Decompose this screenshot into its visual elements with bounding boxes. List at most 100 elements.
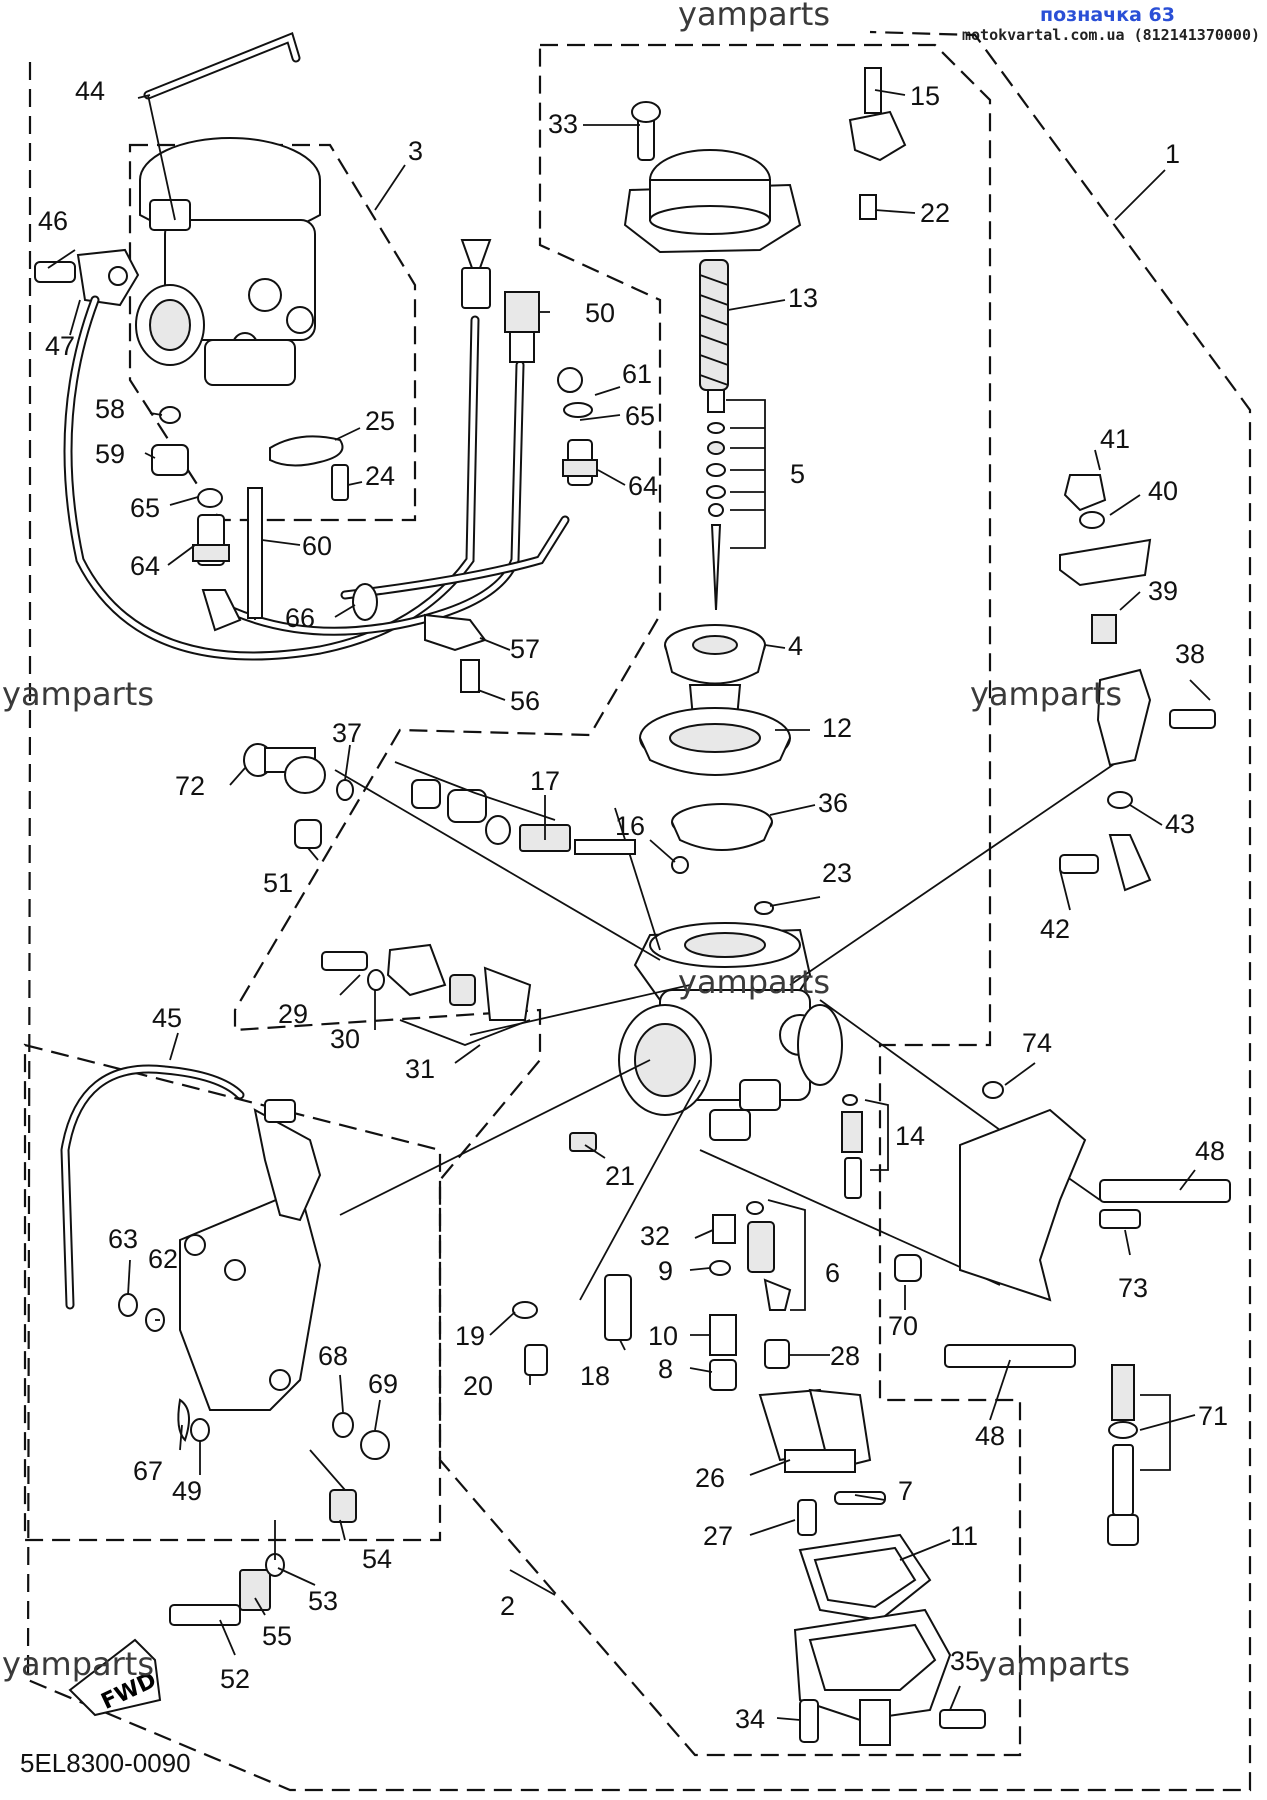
- callout-33: 33: [548, 109, 578, 139]
- sensor-64-left-icon: [192, 514, 242, 632]
- callout-54: 54: [362, 1544, 392, 1574]
- fwd-arrow-icon: FWD: [68, 1638, 162, 1717]
- bolt-56-icon: [460, 659, 480, 693]
- callout-19: 19: [455, 1321, 485, 1351]
- callout-64-right: 64: [628, 471, 658, 501]
- washer-40-icon: [1079, 511, 1105, 529]
- pilot-screw-set-17-icon: [411, 779, 636, 855]
- callout-64-left: 64: [130, 551, 160, 581]
- gasket-25-icon: [269, 435, 344, 467]
- clamp-66-icon: [352, 583, 378, 621]
- callout-39: 39: [1148, 576, 1178, 606]
- callout-67: 67: [133, 1456, 163, 1486]
- spring-55-icon: [239, 1569, 271, 1611]
- callout-10: 10: [648, 1321, 678, 1351]
- bracket-57-icon: [424, 613, 487, 652]
- watermark-bottom-left: yamparts: [2, 1645, 154, 1683]
- watermark-right: yamparts: [970, 675, 1122, 713]
- callout-labels: 1 2 3 4 5 6 7 8 9 10 11 12 13 14 15 16 1…: [38, 76, 1228, 1734]
- callout-49: 49: [172, 1476, 202, 1506]
- callout-31: 31: [405, 1054, 435, 1084]
- callout-52: 52: [220, 1664, 250, 1694]
- float-bowl-icon: [793, 1608, 952, 1746]
- callout-51: 51: [263, 868, 293, 898]
- callout-3: 3: [408, 136, 423, 166]
- callout-2: 2: [500, 1591, 515, 1621]
- callout-20: 20: [463, 1371, 493, 1401]
- callout-40: 40: [1148, 476, 1178, 506]
- callout-36: 36: [818, 788, 848, 818]
- oring-23-icon: [754, 901, 774, 915]
- callout-43: 43: [1165, 809, 1195, 839]
- seal-36-icon: [671, 803, 773, 851]
- callout-34: 34: [735, 1704, 765, 1734]
- throttle-stop-screw-14-icon: [841, 1094, 863, 1199]
- bolt-52-icon: [169, 1604, 241, 1626]
- callout-26: 26: [695, 1463, 725, 1493]
- washer-49-icon: [190, 1418, 210, 1442]
- callout-74: 74: [1022, 1028, 1052, 1058]
- screw-48-upper-icon: [1099, 1179, 1231, 1203]
- washer-63-icon: [118, 1293, 138, 1317]
- callout-15: 15: [910, 81, 940, 111]
- group-boundary-top-assembly: [233, 43, 1022, 1757]
- callout-58: 58: [95, 394, 125, 424]
- callout-53: 53: [308, 1586, 338, 1616]
- callout-55: 55: [262, 1621, 292, 1651]
- callout-30: 30: [330, 1024, 360, 1054]
- cotter-pin-67-icon: [177, 1398, 190, 1442]
- callout-28: 28: [830, 1341, 860, 1371]
- callout-47: 47: [45, 331, 75, 361]
- starter-plunger-72-icon: [243, 743, 326, 794]
- throttle-sensor-icon: [34, 248, 140, 307]
- spring-13-icon: [699, 259, 729, 391]
- callout-68: 68: [318, 1341, 348, 1371]
- callout-69: 69: [368, 1369, 398, 1399]
- callout-56: 56: [510, 686, 540, 716]
- group-boundary-choke: [23, 1043, 442, 1542]
- screw-73-icon: [1099, 1209, 1141, 1229]
- sensor-64-upper-icon: [557, 367, 598, 486]
- callout-48-upper: 48: [1195, 1136, 1225, 1166]
- plug-20-icon: [524, 1344, 548, 1376]
- spring-54-icon: [329, 1489, 357, 1523]
- screw-24-icon: [331, 464, 349, 501]
- main-jet-8-icon: [709, 1359, 737, 1391]
- cap-51-icon: [294, 819, 322, 849]
- diaphragm-cover-31-icon: [386, 943, 532, 1021]
- callout-4: 4: [788, 631, 803, 661]
- callout-16: 16: [615, 811, 645, 841]
- washer-68-icon: [332, 1412, 354, 1438]
- callout-46: 46: [38, 206, 68, 236]
- callout-12: 12: [822, 713, 852, 743]
- bolt-59-icon: [151, 444, 189, 476]
- jet-21-icon: [569, 1132, 597, 1152]
- callout-9: 9: [658, 1256, 673, 1286]
- callout-50: 50: [585, 298, 615, 328]
- header-subtitle: motokvartal.com.ua (812141370000): [962, 26, 1261, 44]
- spring-39-icon: [1091, 614, 1117, 644]
- connector-50-icon: [460, 239, 540, 363]
- callout-37: 37: [332, 718, 362, 748]
- lever-39-icon: [1059, 538, 1152, 587]
- callout-17: 17: [530, 766, 560, 796]
- callout-8: 8: [658, 1354, 673, 1384]
- diagram-code: 5EL8300-0090: [20, 1748, 191, 1778]
- float-26-icon: [758, 1388, 872, 1473]
- callout-24: 24: [365, 461, 395, 491]
- watermark-top: yamparts: [678, 0, 830, 33]
- callout-61: 61: [622, 359, 652, 389]
- diaphragm-12-icon: [639, 707, 791, 776]
- washer-58-icon: [159, 406, 181, 424]
- screw-29-icon: [321, 951, 368, 971]
- screw-34-icon: [799, 1699, 819, 1743]
- carburetor-assembly-icon: [135, 137, 321, 386]
- callout-7: 7: [898, 1476, 913, 1506]
- callout-14: 14: [895, 1121, 925, 1151]
- needle-jet-10-icon: [709, 1314, 737, 1356]
- bracket-22-icon: [848, 110, 907, 162]
- plug-16-icon: [671, 856, 689, 874]
- plug-28-icon: [764, 1339, 790, 1369]
- watermark-bottom-right: yamparts: [978, 1645, 1130, 1683]
- callout-29: 29: [278, 999, 308, 1029]
